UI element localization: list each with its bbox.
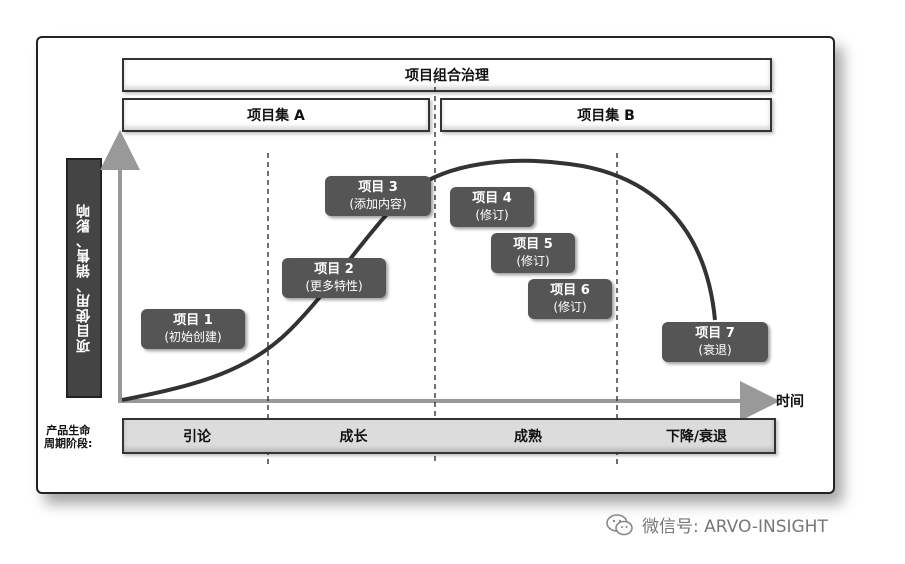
phase-axis-label-line2: 周期阶段:: [44, 437, 93, 450]
phase-introduction: 引论: [183, 429, 211, 445]
project-5-subtitle: (修订): [516, 254, 550, 268]
project-6-title: 项目 6: [550, 283, 590, 298]
lifecycle-phases-bar: 引论 成长 成熟 下降/衰退: [122, 418, 776, 454]
project-6-subtitle: (修订): [553, 300, 587, 314]
phase-axis-label: 产品生命 周期阶段:: [44, 424, 92, 450]
phase-decline: 下降/衰退: [665, 429, 728, 445]
program-b-label: 项目集 B: [577, 108, 635, 124]
program-b-bar: 项目集 B: [440, 98, 772, 132]
watermark-text: 微信号: ARVO-INSIGHT: [642, 517, 828, 537]
project-4-box: 项目 4 (修订): [450, 187, 534, 227]
project-3-subtitle: (添加内容): [349, 197, 407, 211]
project-2-box: 项目 2 (更多特性): [282, 258, 386, 298]
portfolio-governance-label: 项目组合治理: [405, 68, 489, 84]
project-3-title: 项目 3: [358, 180, 398, 195]
phase-growth: 成长: [339, 429, 368, 445]
watermark: 微信号: ARVO-INSIGHT: [606, 512, 828, 537]
x-axis-label: 时间: [776, 394, 804, 410]
project-4-subtitle: (修订): [475, 208, 509, 222]
project-1-subtitle: (初始创建): [164, 330, 222, 344]
program-a-bar: 项目集 A: [122, 98, 430, 132]
wechat-icon: [606, 513, 633, 535]
phase-axis-label-line1: 产品生命: [46, 424, 91, 437]
y-axis-label-box: 项目使用、销售、影响: [66, 158, 102, 398]
project-3-box: 项目 3 (添加内容): [325, 176, 431, 216]
portfolio-governance-bar: 项目组合治理: [122, 58, 772, 92]
project-7-box: 项目 7 (衰退): [662, 322, 768, 362]
project-6-box: 项目 6 (修订): [528, 279, 612, 319]
project-4-title: 项目 4: [472, 191, 512, 206]
project-7-title: 项目 7: [695, 326, 735, 341]
phase-maturity: 成熟: [514, 429, 542, 445]
project-1-title: 项目 1: [173, 313, 213, 328]
program-a-label: 项目集 A: [247, 108, 305, 124]
project-5-box: 项目 5 (修订): [491, 233, 575, 273]
project-1-box: 项目 1 (初始创建): [141, 309, 245, 349]
project-2-subtitle: (更多特性): [305, 279, 363, 293]
project-2-title: 项目 2: [314, 262, 354, 277]
project-5-title: 项目 5: [513, 237, 553, 252]
project-7-subtitle: (衰退): [698, 343, 732, 357]
